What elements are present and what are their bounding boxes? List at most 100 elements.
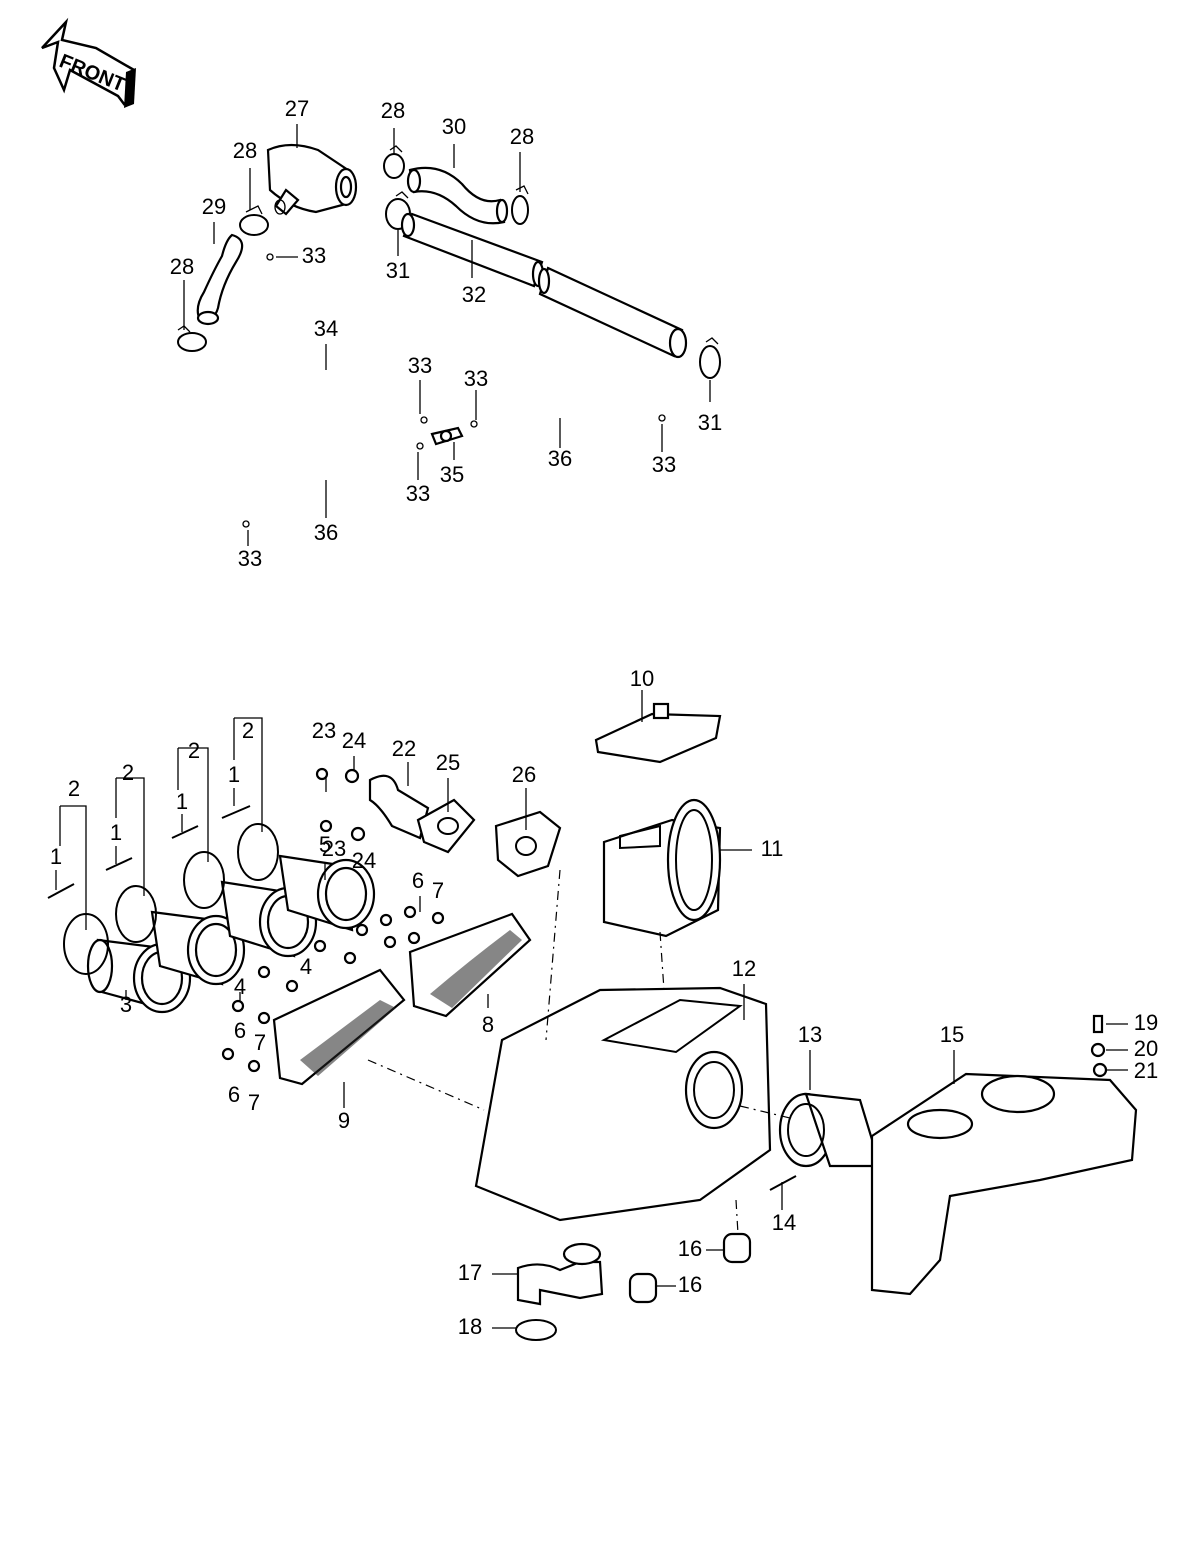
label-13: 13	[798, 1022, 822, 1047]
part-19-bolt	[1092, 1014, 1104, 1034]
label-16: 16	[678, 1272, 702, 1297]
label-2: 2	[242, 718, 254, 743]
label-2: 2	[122, 760, 134, 785]
part-1-screw	[47, 883, 75, 899]
part-29-hose	[196, 233, 244, 322]
label-20: 20	[1134, 1036, 1158, 1061]
part-28-clamp	[177, 325, 207, 352]
part-2-clamp	[115, 885, 157, 943]
label-23: 23	[312, 718, 336, 743]
label-15: 15	[940, 1022, 964, 1047]
part-16-damper	[628, 1272, 658, 1304]
part-13-duct	[778, 1092, 882, 1168]
label-27: 27	[285, 96, 309, 121]
label-25: 25	[436, 750, 460, 775]
part-1-screw	[221, 805, 251, 819]
label-33: 33	[302, 243, 326, 268]
part-15-box	[870, 1072, 1138, 1296]
label-28: 28	[170, 254, 194, 279]
label-32: 32	[462, 282, 486, 307]
label-33: 33	[408, 353, 432, 378]
label-24: 24	[352, 848, 376, 873]
label-22: 22	[392, 736, 416, 761]
label-7: 7	[248, 1090, 260, 1115]
part-26-bracket	[494, 810, 562, 878]
label-31: 31	[698, 410, 722, 435]
label-6: 6	[234, 1018, 246, 1043]
label-14: 14	[772, 1210, 796, 1235]
part-16-damper	[722, 1232, 752, 1264]
part-9-filter	[272, 968, 406, 1086]
part-36-tube-left	[259, 447, 409, 517]
part-14-screw	[769, 1175, 797, 1191]
label-23: 23	[322, 836, 346, 861]
part-22-elbow	[368, 774, 430, 840]
label-19: 19	[1134, 1010, 1158, 1035]
label-16: 16	[678, 1236, 702, 1261]
label-30: 30	[442, 114, 466, 139]
label-5: 5	[319, 832, 331, 857]
part-35-fitting	[430, 426, 464, 446]
label-34: 34	[314, 316, 338, 341]
part-27-fitting	[266, 143, 358, 216]
label-29: 29	[202, 194, 226, 219]
label-7: 7	[254, 1030, 266, 1055]
part-28-clamp	[511, 185, 529, 225]
part-33-clips	[242, 253, 666, 528]
label-33: 33	[406, 481, 430, 506]
label-26: 26	[512, 762, 536, 787]
label-1: 1	[228, 762, 240, 787]
label-9: 9	[338, 1108, 350, 1133]
label-28: 28	[381, 98, 405, 123]
part-20-washer	[1090, 1042, 1106, 1058]
label-1: 1	[176, 789, 188, 814]
part-12-case	[474, 986, 772, 1222]
part-10-lid	[594, 702, 722, 764]
part-23-bolt	[315, 767, 329, 781]
part-5-holder	[220, 880, 318, 958]
label-36: 36	[314, 520, 338, 545]
label-8: 8	[482, 1012, 494, 1037]
part-4-6-7-hardware	[221, 905, 445, 1073]
label-1: 1	[110, 820, 122, 845]
part-8-filter	[408, 912, 532, 1018]
label-6: 6	[412, 868, 424, 893]
part-24-washer	[350, 826, 366, 842]
part-28-clamp	[239, 205, 269, 236]
label-21: 21	[1134, 1058, 1158, 1083]
label-28: 28	[510, 124, 534, 149]
label-4: 4	[300, 954, 312, 979]
leader-lines	[55, 124, 1128, 1329]
part-23-bolt	[319, 819, 333, 833]
part-labels: 27 28 28 28 28 29 30 31 31 32 33 33 33 3…	[50, 96, 1158, 1339]
upper-hoses-group	[177, 143, 721, 528]
label-4: 4	[234, 974, 246, 999]
part-17-drain	[516, 1260, 604, 1306]
part-30-hose	[408, 166, 506, 225]
label-33: 33	[652, 452, 676, 477]
part-21-nut	[1092, 1062, 1108, 1078]
label-33: 33	[464, 366, 488, 391]
label-1: 1	[50, 844, 62, 869]
label-33: 33	[238, 546, 262, 571]
label-12: 12	[732, 956, 756, 981]
label-3: 3	[120, 992, 132, 1017]
part-5-holder-2	[278, 854, 376, 932]
part-2-clamp	[237, 823, 279, 881]
label-6: 6	[228, 1082, 240, 1107]
part-11-element	[602, 798, 722, 938]
label-17: 17	[458, 1260, 482, 1285]
part-1-screw	[105, 857, 133, 871]
label-36: 36	[548, 446, 572, 471]
label-18: 18	[458, 1314, 482, 1339]
part-32-hose	[400, 212, 688, 359]
label-28: 28	[233, 138, 257, 163]
front-arrow-icon: FRONT	[41, 17, 136, 108]
label-11: 11	[761, 836, 784, 861]
part-24-washer	[344, 768, 360, 784]
label-7: 7	[432, 878, 444, 903]
label-35: 35	[440, 462, 464, 487]
part-31-clamp	[699, 337, 721, 379]
label-2: 2	[188, 738, 200, 763]
